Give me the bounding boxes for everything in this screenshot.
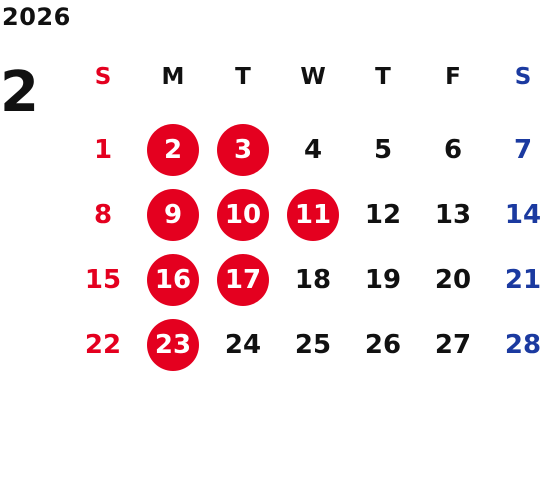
weekday-friday: F <box>445 64 461 90</box>
week-row-4: 22 23 24 25 26 27 28 <box>68 313 548 377</box>
day-cell[interactable]: 28 <box>504 330 542 360</box>
day-cell[interactable]: 25 <box>294 330 332 360</box>
day-cell[interactable]: 22 <box>84 330 122 360</box>
weekday-sunday: S <box>94 64 112 90</box>
day-cell[interactable]: 7 <box>513 135 533 165</box>
day-cell[interactable]: 6 <box>443 135 463 165</box>
day-cell-holiday[interactable]: 23 <box>147 319 199 371</box>
day-cell[interactable]: 27 <box>434 330 472 360</box>
day-cell[interactable]: 13 <box>434 200 472 230</box>
week-row-2: 8 9 10 11 12 13 14 <box>68 183 548 247</box>
day-cell[interactable]: 21 <box>504 265 542 295</box>
day-cell[interactable]: 19 <box>364 265 402 295</box>
day-cell[interactable]: 15 <box>84 265 122 295</box>
day-cell-holiday[interactable]: 9 <box>147 189 199 241</box>
weekday-saturday: S <box>514 64 532 90</box>
day-cell[interactable]: 14 <box>504 200 542 230</box>
day-cell[interactable]: 12 <box>364 200 402 230</box>
day-cell[interactable]: 8 <box>93 200 113 230</box>
day-cell[interactable]: 26 <box>364 330 402 360</box>
weekday-header-row: S M T W T F S <box>68 45 548 109</box>
weekday-thursday: T <box>375 64 391 90</box>
week-row-3: 15 16 17 18 19 20 21 <box>68 248 548 312</box>
day-cell[interactable]: 24 <box>224 330 262 360</box>
day-cell[interactable]: 1 <box>93 135 113 165</box>
weekday-monday: M <box>161 64 185 90</box>
day-cell-holiday[interactable]: 3 <box>217 124 269 176</box>
day-cell[interactable]: 18 <box>294 265 332 295</box>
day-cell-holiday[interactable]: 2 <box>147 124 199 176</box>
day-cell[interactable]: 4 <box>303 135 323 165</box>
day-cell-holiday[interactable]: 10 <box>217 189 269 241</box>
day-cell-holiday[interactable]: 17 <box>217 254 269 306</box>
weekday-wednesday: W <box>300 64 326 90</box>
year-label: 2026 <box>2 3 71 31</box>
day-cell[interactable]: 5 <box>373 135 393 165</box>
month-number: 2 <box>0 60 39 125</box>
day-cell-holiday[interactable]: 11 <box>287 189 339 241</box>
day-cell-holiday[interactable]: 16 <box>147 254 199 306</box>
day-cell[interactable]: 20 <box>434 265 472 295</box>
weekday-tuesday: T <box>235 64 251 90</box>
week-row-1: 1 2 3 4 5 6 7 <box>68 118 548 182</box>
